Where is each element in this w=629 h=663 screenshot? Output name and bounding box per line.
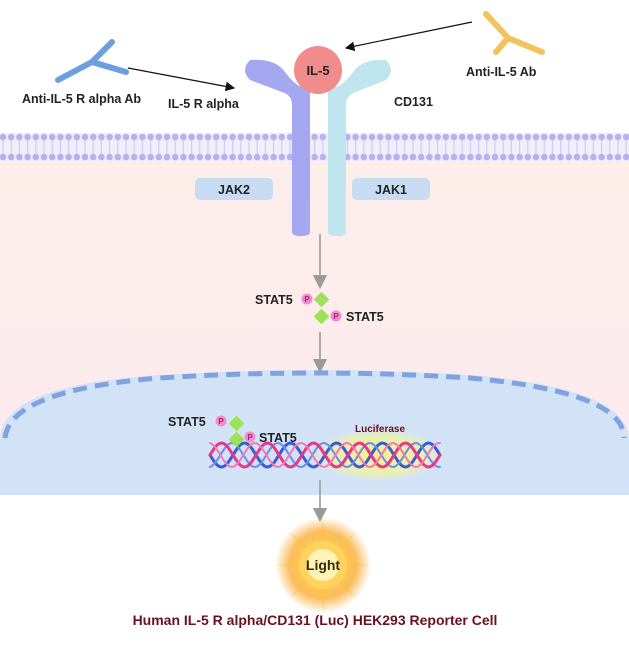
cell-membrane: [0, 133, 629, 161]
stat5-monomer: [228, 431, 245, 448]
phospho-icon: [244, 431, 256, 443]
antibody-icon: [483, 11, 545, 55]
phospho-label: P: [304, 295, 310, 304]
nuc-stat5-upper-label: STAT5: [168, 415, 206, 429]
jak1-box: [352, 178, 430, 200]
cd131-receptor: [328, 59, 391, 236]
anti-receptor-ab-label: Anti-IL-5 R alpha Ab: [22, 92, 141, 106]
figure-caption: Human IL-5 R alpha/CD131 (Luc) HEK293 Re…: [133, 612, 498, 628]
il5-ligand-label: IL-5: [306, 63, 329, 78]
starburst-glow-icon: [275, 517, 371, 613]
antibody-icon: [55, 39, 129, 83]
stat5-upper-label: STAT5: [255, 293, 293, 307]
receptor-beta-label: CD131: [394, 95, 433, 109]
stat5-lower-label: STAT5: [346, 310, 384, 324]
phospho-icon: [301, 293, 313, 305]
nucleus: [0, 370, 629, 495]
phospho-icon: [215, 415, 227, 427]
phospho-label: P: [218, 417, 224, 426]
jak2-box: [195, 178, 273, 200]
nuc-stat5-lower-label: STAT5: [259, 431, 297, 445]
arrow-anti-ligand: [344, 21, 473, 52]
stat5-monomer: [228, 415, 245, 432]
luciferase-label: Luciferase: [355, 424, 405, 435]
light-label: Light: [306, 557, 341, 573]
il5-ligand: [294, 46, 342, 94]
jak2-label: JAK2: [218, 183, 250, 197]
jak1-label: JAK1: [375, 183, 407, 197]
phospho-label: P: [247, 433, 253, 442]
phospho-icon: [330, 310, 342, 322]
il5-receptor-alpha: [245, 59, 310, 236]
luciferase-region: [312, 429, 444, 481]
anti-ligand-ab-label: Anti-IL-5 Ab: [466, 65, 537, 79]
arrow-anti-receptor: [127, 67, 236, 92]
phospho-label: P: [333, 312, 339, 321]
dna-helix: [208, 441, 442, 469]
receptor-alpha-label: IL-5 R alpha: [168, 97, 240, 111]
